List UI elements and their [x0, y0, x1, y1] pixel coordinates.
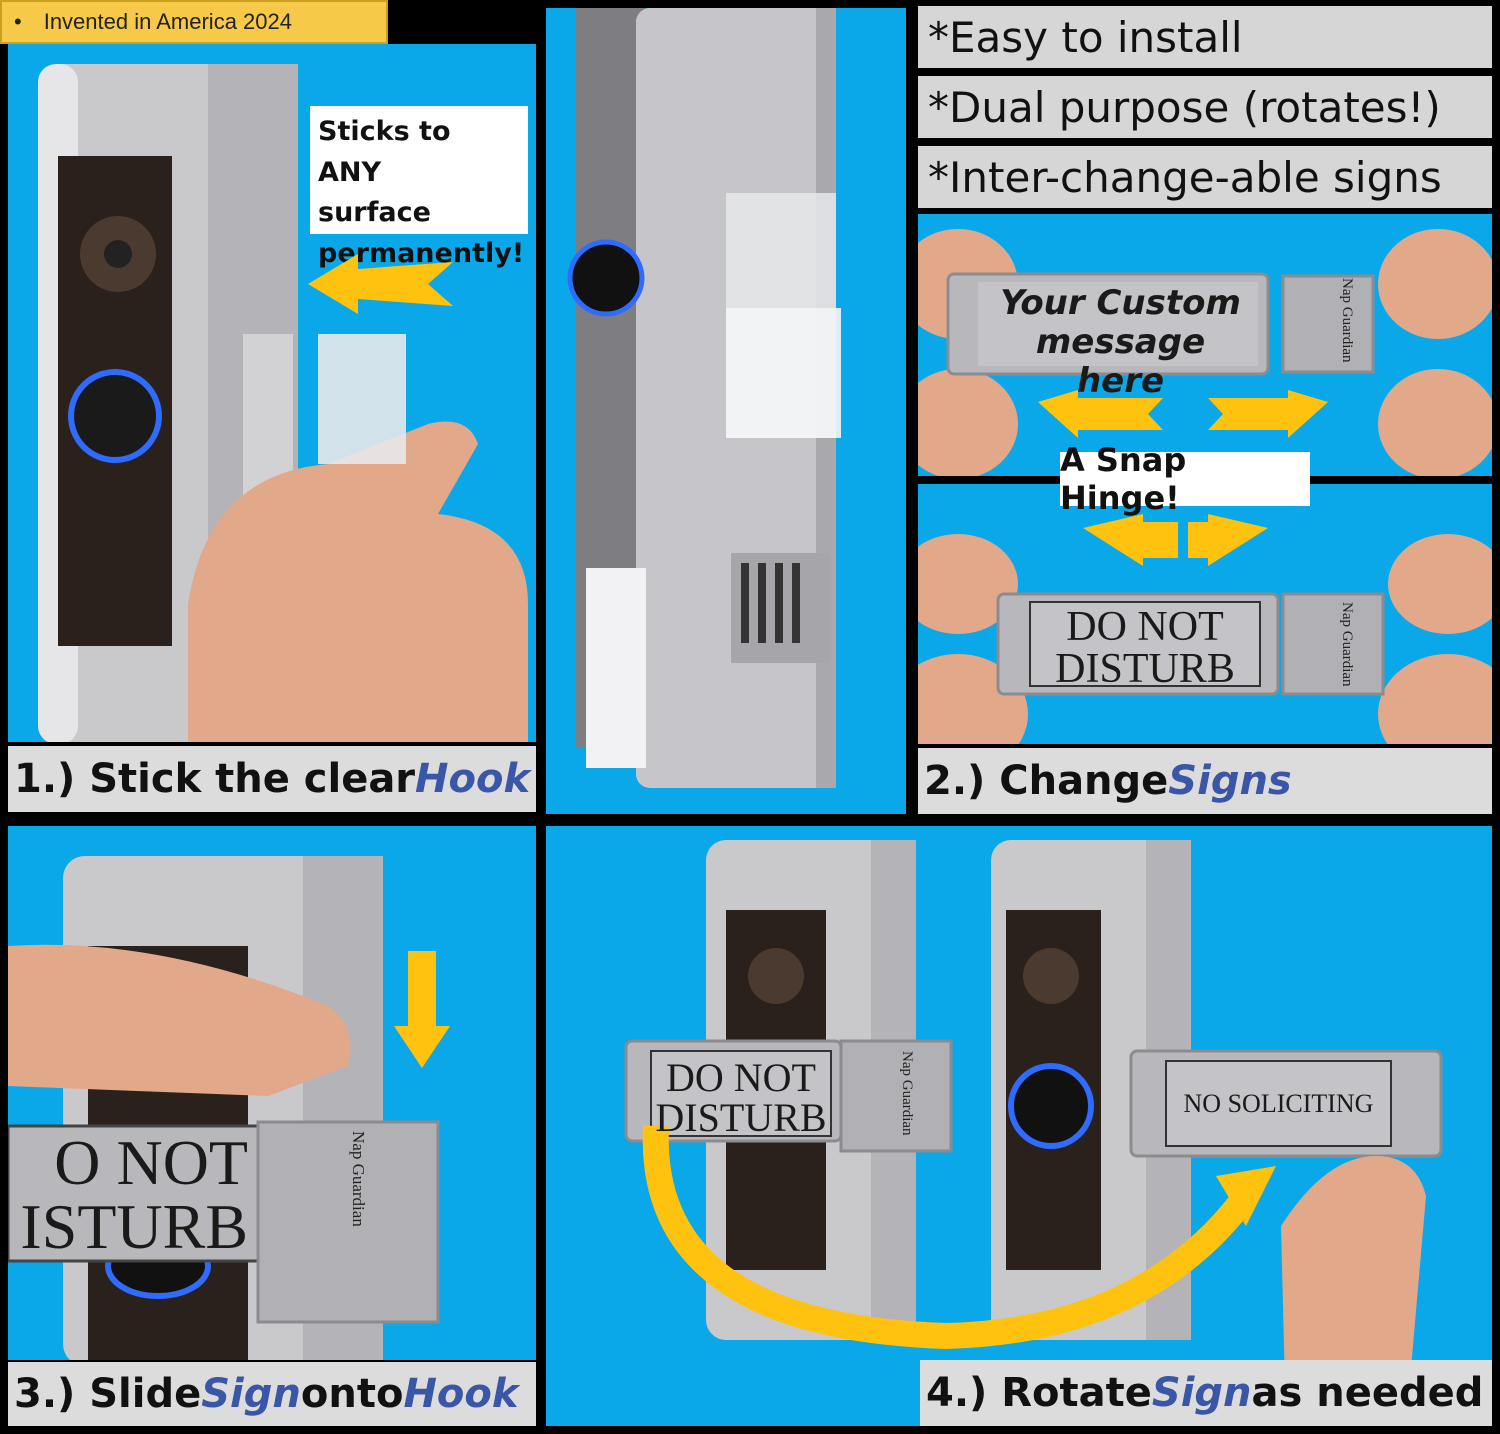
panel-dnd-sign: DO NOT DISTURB Nap Guardian — [918, 484, 1492, 744]
brand-label-1: Nap Guardian — [1339, 278, 1355, 363]
feature-dual-purpose: *Dual purpose (rotates!) — [918, 76, 1492, 138]
invented-banner: • Invented in America 2024 — [0, 0, 388, 44]
sticks-line-2: surface — [318, 197, 431, 228]
rotate-sign-illustration — [624, 840, 1443, 1426]
step-3-caption: 3.) Slide Sign onto Hook — [8, 1362, 536, 1426]
step-4-caption: 4.) Rotate Sign as needed — [920, 1360, 1492, 1426]
no-soliciting-sign-text: NO SOLICITING — [1183, 1089, 1374, 1118]
custom-sign-illustration — [918, 229, 1492, 476]
sign-label: Sign — [201, 1371, 301, 1417]
dnd-sign-text-1: DO NOT DISTURB — [1055, 604, 1235, 692]
doorbell-illustration — [38, 64, 528, 742]
sign-label-2: Sign — [1151, 1370, 1252, 1416]
hook-label: Hook — [415, 756, 531, 802]
banner-text: Invented in America 2024 — [43, 9, 292, 34]
brand-label-2: Nap Guardian — [1339, 602, 1355, 687]
step-2-caption: 2.) Change Signs — [918, 748, 1492, 814]
dnd-sign-text-2: DO NOT DISTURB — [655, 1055, 827, 1140]
slide-sign-illustration — [8, 856, 450, 1360]
snap-hinge-callout: A Snap Hinge! — [1060, 441, 1310, 517]
arrow-left-icon — [308, 254, 453, 314]
brand-label-4: Nap Guardian — [899, 1051, 915, 1136]
panel-custom-sign: Your Custom message here Nap Guardian — [918, 214, 1492, 476]
signs-label: Signs — [1168, 758, 1292, 804]
brand-label-3: Nap Guardian — [349, 1131, 368, 1227]
feature-easy-install: *Easy to install — [918, 6, 1492, 68]
dnd-sign-illustration — [918, 514, 1492, 744]
custom-sign-text: Your Custom message here — [1000, 283, 1241, 402]
banner-bullet: • — [14, 9, 22, 34]
dnd-sign-partial: O NOT ISTURB — [20, 1127, 248, 1262]
hook-label-2: Hook — [403, 1371, 519, 1417]
panel-side-view — [546, 8, 906, 814]
sticks-callout: Sticks to ANY surface permanently! — [310, 106, 528, 269]
feature-interchangeable: *Inter-change-able signs — [918, 146, 1492, 208]
sticks-line-1: Sticks to ANY — [318, 116, 451, 188]
step-1-caption: 1.) Stick the clear Hook — [8, 746, 536, 812]
panel-rotate-sign: DO NOT DISTURB NO SOLICITING Nap Guardia… — [546, 826, 1492, 1426]
side-doorbell-illustration — [567, 8, 841, 788]
panel-slide-sign: O NOT ISTURB Nap Guardian — [8, 826, 536, 1360]
panel-stick-hook: Sticks to ANY surface permanently! — [8, 44, 536, 742]
